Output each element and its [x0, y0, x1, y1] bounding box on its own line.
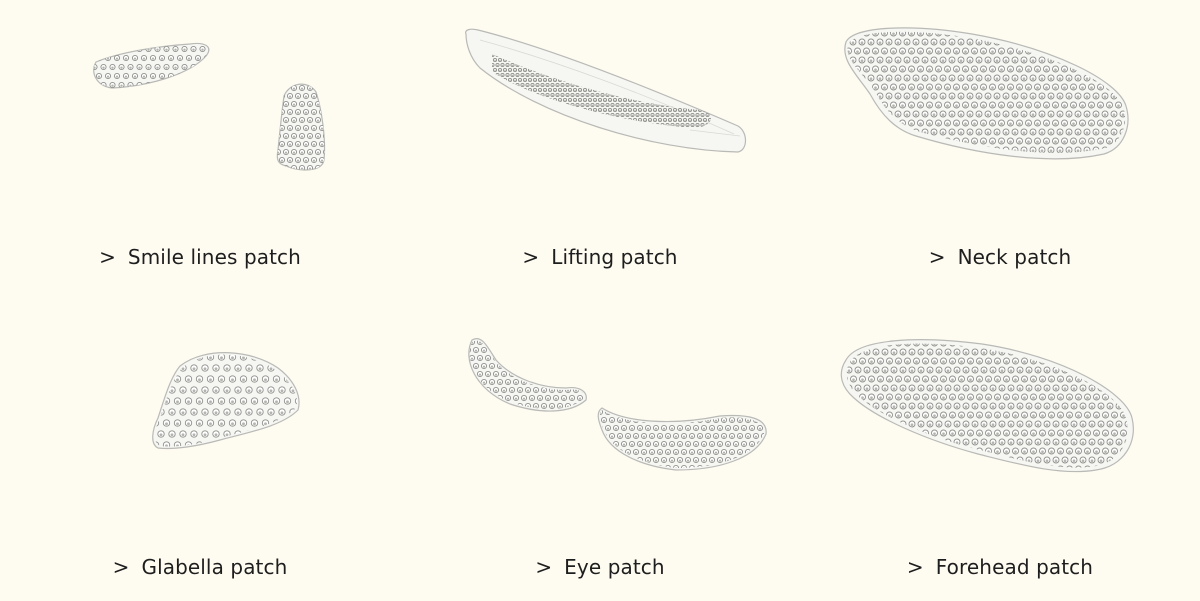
patch-card-lifting[interactable]: > Lifting patch: [400, 0, 800, 300]
chevron-right-icon: >: [112, 555, 130, 579]
patch-card-glabella[interactable]: > Glabella patch: [0, 300, 400, 601]
eye-patch-image: [400, 300, 800, 530]
smile-lines-patch-image: [0, 0, 400, 230]
patch-label[interactable]: > Glabella patch: [0, 555, 400, 579]
patch-label-text: Smile lines patch: [127, 245, 301, 269]
patch-label[interactable]: > Smile lines patch: [0, 245, 400, 269]
patch-card-eye[interactable]: > Eye patch: [400, 300, 800, 601]
chevron-right-icon: >: [522, 245, 540, 269]
patch-label-text: Glabella patch: [141, 555, 288, 579]
patch-label[interactable]: > Lifting patch: [400, 245, 800, 269]
patch-label-text: Forehead patch: [935, 555, 1094, 579]
chevron-right-icon: >: [906, 555, 924, 579]
neck-patch-image: [800, 0, 1200, 230]
patch-card-neck[interactable]: > Neck patch: [800, 0, 1200, 300]
patch-label[interactable]: > Neck patch: [800, 245, 1200, 269]
patch-label-text: Lifting patch: [551, 245, 678, 269]
patch-label[interactable]: > Forehead patch: [800, 555, 1200, 579]
patch-label-text: Eye patch: [564, 555, 665, 579]
patch-card-forehead[interactable]: > Forehead patch: [800, 300, 1200, 601]
chevron-right-icon: >: [535, 555, 553, 579]
chevron-right-icon: >: [928, 245, 946, 269]
chevron-right-icon: >: [99, 245, 116, 269]
patch-label[interactable]: > Eye patch: [400, 555, 800, 579]
lifting-patch-image: [400, 0, 800, 230]
patch-card-smile-lines[interactable]: > Smile lines patch: [0, 0, 400, 300]
forehead-patch-image: [800, 300, 1200, 530]
glabella-patch-image: [0, 300, 400, 530]
patch-label-text: Neck patch: [957, 245, 1072, 269]
